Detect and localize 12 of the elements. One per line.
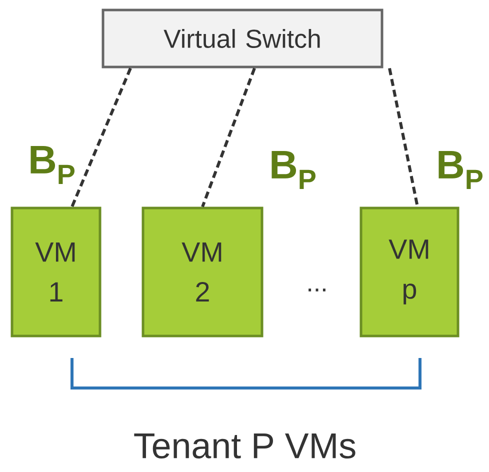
dashed-line xyxy=(388,68,419,208)
bandwidth-label: B$_{P}$ xyxy=(30,146,74,184)
vm-box: VM 1 xyxy=(10,206,102,338)
caption-text: Tenant P VMs xyxy=(134,433,356,458)
dashed-line xyxy=(70,68,132,208)
bandwidth-label: B$_{P}$ xyxy=(272,150,316,190)
vm-box: VM 2 xyxy=(142,206,264,338)
dashed-line xyxy=(201,68,256,208)
vm-box: VM p xyxy=(360,206,460,338)
bandwidth-label: B$_{P}$ xyxy=(438,150,482,190)
ellipsis: ... xyxy=(308,288,326,292)
switch-box: Virtual Switch xyxy=(102,8,384,68)
